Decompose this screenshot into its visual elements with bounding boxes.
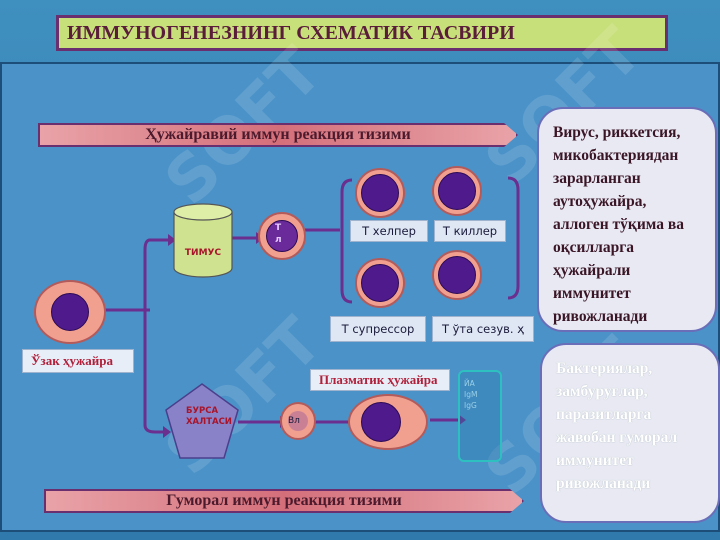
branch-vertical bbox=[143, 238, 156, 434]
t-helper-nucleus bbox=[361, 174, 399, 212]
stem-cell-label: Ўзак ҳужайра bbox=[22, 349, 134, 373]
t-hypersensitivity-cell bbox=[432, 250, 482, 300]
t-lymphocyte-label: Т л bbox=[275, 223, 282, 245]
b-lymphocyte-label: Вл bbox=[288, 416, 300, 426]
stem-cell bbox=[34, 280, 106, 344]
t-suppressor-nucleus bbox=[361, 264, 399, 302]
b-lymphocyte-nucleus bbox=[288, 411, 308, 431]
stem-cell-nucleus bbox=[51, 293, 89, 331]
t-lymphocyte-nucleus bbox=[266, 220, 298, 252]
plasma-cell-nucleus bbox=[361, 402, 401, 442]
cellular-immunity-note: Вирус, риккетсия, микобактериядан зарарл… bbox=[537, 107, 717, 332]
b-lymphocyte bbox=[280, 402, 316, 440]
bursa-label: БУРСА ХАЛТАСИ bbox=[186, 406, 232, 427]
t-group-bracket-right bbox=[507, 176, 520, 300]
plasma-cell-label: Плазматик ҳужайра bbox=[310, 369, 450, 391]
t-killer-cell bbox=[432, 166, 482, 216]
cellular-immune-banner: Ҳужайравий иммун реакция тизими bbox=[38, 123, 518, 147]
thymus-cylinder bbox=[173, 203, 233, 278]
t-suppressor-label: Т супрессор bbox=[330, 316, 426, 342]
bursa-pentagon bbox=[165, 383, 239, 459]
t-killer-nucleus bbox=[438, 172, 476, 210]
humoral-immunity-note: Бактериялар, замбуруғлар, паразитларга ж… bbox=[540, 343, 720, 523]
t-suppressor-cell bbox=[355, 258, 405, 308]
thymus-label: ТИМУС bbox=[184, 248, 222, 258]
plasma-cell bbox=[348, 394, 428, 450]
t-lymphocyte bbox=[258, 212, 306, 260]
antibody-label: ЙA IgM IgG bbox=[464, 379, 478, 410]
t-hypersensitivity-nucleus bbox=[438, 256, 476, 294]
t-killer-label: Т киллер bbox=[434, 220, 506, 242]
t-group-bracket-left bbox=[340, 178, 353, 304]
t-hypersensitivity-label: Т ўта сезув. ҳ bbox=[432, 316, 534, 342]
antibody-box: ЙA IgM IgG bbox=[458, 370, 502, 462]
t-helper-label: Т хелпер bbox=[350, 220, 428, 242]
humoral-immune-banner: Гуморал иммун реакция тизими bbox=[44, 489, 524, 513]
page-title: ИММУНОГЕНЕЗНИНГ СХЕМАТИК ТАСВИРИ bbox=[56, 15, 668, 51]
t-helper-cell bbox=[355, 168, 405, 218]
